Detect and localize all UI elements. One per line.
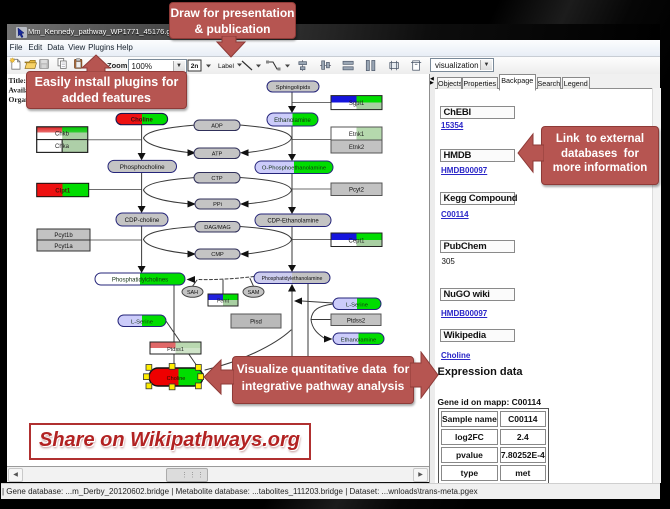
svg-text:SAM: SAM: [248, 290, 260, 296]
svg-text:Chkb: Chkb: [55, 131, 70, 137]
svg-text:O-Phosphoethanolamine: O-Phosphoethanolamine: [262, 166, 326, 172]
svg-text:Sphingolipids: Sphingolipids: [276, 85, 311, 91]
svg-text:L-Serine: L-Serine: [131, 319, 153, 325]
svg-text:Ptdss1: Ptdss1: [167, 347, 184, 353]
svg-text:Pcyt1b: Pcyt1b: [54, 233, 73, 239]
svg-text:CDP-Ethanolamine: CDP-Ethanolamine: [267, 219, 319, 225]
svg-text:Choline: Choline: [131, 117, 154, 123]
svg-text:Organi: Organi: [9, 95, 32, 104]
svg-text:Chka: Chka: [55, 144, 70, 150]
svg-text:Ethanolamine: Ethanolamine: [341, 337, 376, 343]
svg-text:Clpt1: Clpt1: [55, 188, 71, 194]
svg-text:Label: Label: [218, 63, 234, 70]
svg-text:Choline: Choline: [167, 376, 186, 382]
svg-text:Cept1: Cept1: [348, 238, 365, 244]
svg-text:Etnk1: Etnk1: [349, 132, 365, 138]
svg-text:Sgpl1: Sgpl1: [349, 101, 365, 107]
svg-text:Ethanolamine: Ethanolamine: [274, 118, 311, 124]
svg-text:Pisd: Pisd: [250, 320, 262, 326]
svg-text:Pemt: Pemt: [217, 299, 230, 305]
svg-text:CMP: CMP: [211, 252, 224, 258]
svg-text:CTP: CTP: [211, 176, 222, 182]
svg-text:Phosphatidylcholines: Phosphatidylcholines: [112, 277, 168, 283]
svg-text:Phosphatidylethanolamine: Phosphatidylethanolamine: [262, 276, 323, 282]
svg-text:DAG/MAG: DAG/MAG: [204, 225, 230, 231]
svg-text:ADP: ADP: [211, 123, 223, 129]
svg-text:ATP: ATP: [212, 151, 223, 157]
svg-text:Title:: Title:: [9, 76, 26, 85]
svg-text:Ptdss2: Ptdss2: [347, 318, 366, 324]
svg-text:Availab: Availab: [9, 86, 33, 95]
svg-text:Pcyt1a: Pcyt1a: [54, 244, 73, 250]
svg-text:Pcyt2: Pcyt2: [349, 188, 365, 194]
svg-text:Phosphocholine: Phosphocholine: [120, 164, 165, 171]
svg-text:2n: 2n: [191, 63, 199, 70]
svg-text:PPi: PPi: [213, 202, 222, 208]
svg-text:L-Serine: L-Serine: [346, 302, 368, 308]
svg-text:Etnk2: Etnk2: [349, 145, 365, 151]
svg-text:CDP-choline: CDP-choline: [125, 217, 160, 224]
svg-text:SAH: SAH: [187, 290, 198, 296]
